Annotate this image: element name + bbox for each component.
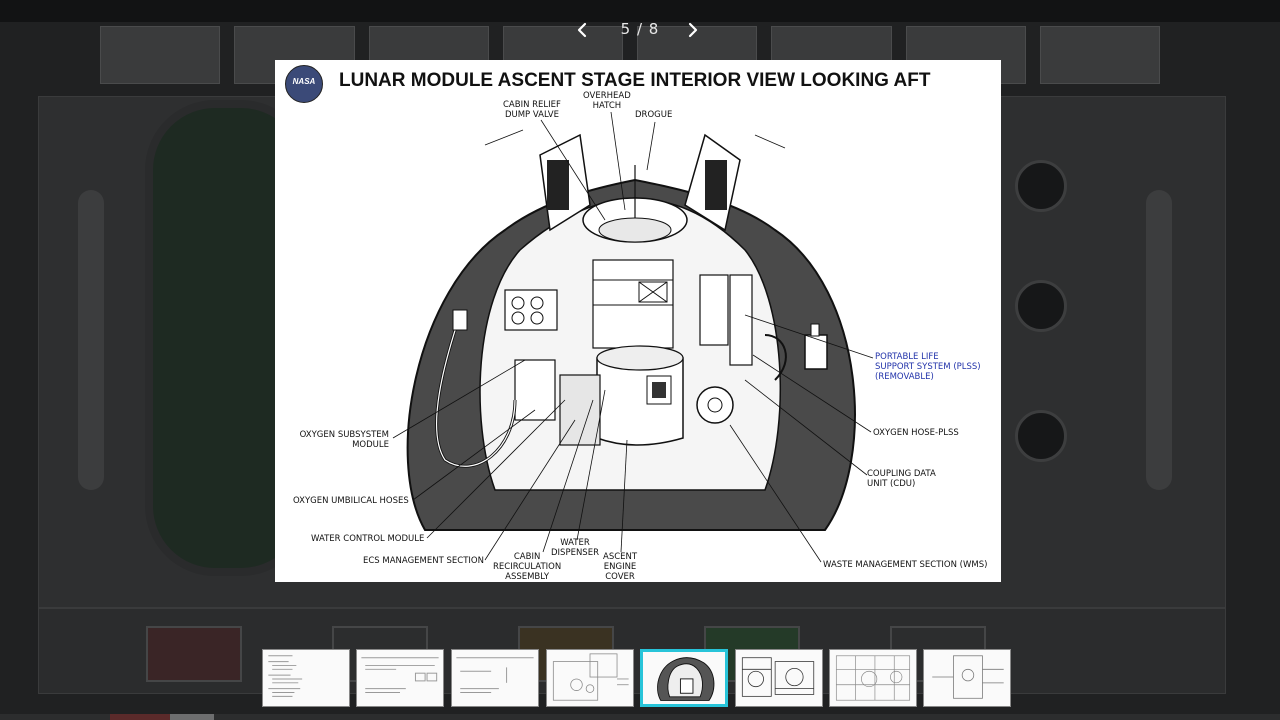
label-ecs-management: ECS MANAGEMENT SECTION (363, 556, 484, 566)
label-oxygen-subsystem: OXYGEN SUBSYSTEM MODULE (299, 430, 389, 450)
backdrop-knob (1015, 280, 1067, 332)
label-waste-management: WASTE MANAGEMENT SECTION (WMS) (823, 560, 988, 570)
label-water-control: WATER CONTROL MODULE (311, 534, 425, 544)
next-image-button[interactable] (677, 14, 709, 46)
label-cabin-recirculation: CABIN RECIRCULATION ASSEMBLY (493, 552, 562, 582)
label-ascent-engine-cover: ASCENT ENGINE COVER (603, 552, 638, 582)
label-plss: PORTABLE LIFE SUPPORT SYSTEM (PLSS) (REM… (875, 352, 981, 382)
thumbnail-3[interactable] (451, 649, 539, 707)
backdrop-button (146, 626, 242, 682)
thumbnail-2[interactable] (356, 649, 444, 707)
backdrop-slider (78, 190, 104, 490)
label-overhead-hatch: OVERHEAD HATCH (583, 91, 631, 111)
diagram-title: LUNAR MODULE ASCENT STAGE INTERIOR VIEW … (339, 70, 931, 91)
thumbnail-7[interactable] (829, 649, 917, 707)
backdrop-knob (1015, 160, 1067, 212)
label-drogue: DROGUE (635, 110, 673, 120)
chevron-right-icon (688, 22, 698, 38)
image-counter: 5 / 8 (620, 20, 660, 38)
label-water-dispenser: WATER DISPENSER (551, 538, 599, 558)
backdrop-knob (1015, 410, 1067, 462)
thumbnail-1[interactable] (262, 649, 350, 707)
thumbnail-5[interactable] (640, 649, 728, 707)
backdrop-bottom-bar (0, 714, 1280, 720)
chevron-left-icon (577, 22, 587, 38)
thumbnail-6[interactable] (735, 649, 823, 707)
thumbnail-4[interactable] (546, 649, 634, 707)
label-cabin-relief: CABIN RELIEF DUMP VALVE (503, 100, 561, 120)
label-oxygen-umbilical: OXYGEN UMBILICAL HOSES (293, 496, 409, 506)
nasa-logo: NASA (285, 65, 323, 103)
backdrop-top-strip (0, 0, 1280, 22)
thumbnail-8[interactable] (923, 649, 1011, 707)
label-cdu: COUPLING DATA UNIT (CDU) (867, 469, 936, 489)
label-oxygen-hose-plss: OXYGEN HOSE-PLSS (873, 428, 959, 438)
previous-image-button[interactable] (566, 14, 598, 46)
lunar-module-diagram (392, 111, 874, 563)
backdrop-slider (1146, 190, 1172, 490)
main-image: NASA LUNAR MODULE ASCENT STAGE INTERIOR … (275, 60, 1001, 582)
